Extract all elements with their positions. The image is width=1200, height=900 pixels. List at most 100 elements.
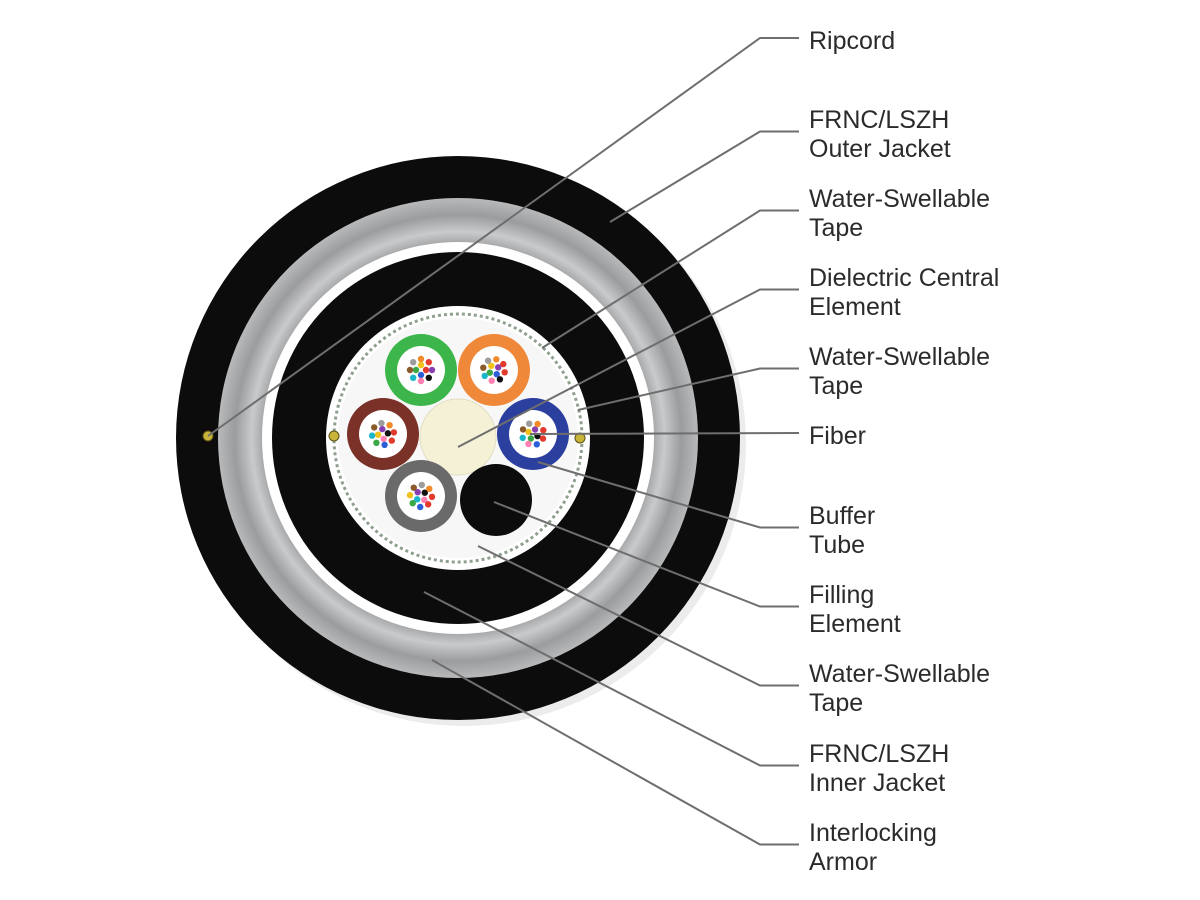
leader-line-buffer-tube [537, 461, 799, 529]
fiber-strand [527, 435, 535, 442]
label-inner-jacket-line-2: Inner Jacket [809, 769, 945, 797]
cable-cross-section [176, 156, 746, 726]
fiber-strand [417, 503, 424, 511]
leader-line-water-swellable-tape-3 [477, 545, 799, 687]
fiber-strand [410, 484, 417, 491]
fiber-strand [417, 355, 425, 363]
buffer-tube-bore [470, 346, 518, 394]
fiber-strand [519, 426, 527, 433]
buffer-tube-bore [397, 346, 445, 394]
leader-line-outer-jacket [609, 130, 799, 223]
leader-line-fiber [529, 432, 800, 435]
fiber-strand [519, 434, 526, 441]
fiber-strand [378, 419, 385, 427]
fiber-strand [421, 496, 428, 503]
label-dielectric-central-element-line-1: Dielectric Central [809, 264, 999, 292]
leader-line-dielectric-central-element [457, 288, 799, 448]
fiber-strand [531, 426, 539, 433]
fiber-strand [418, 481, 425, 489]
fiber-strand [533, 441, 540, 448]
ripcord-marker-2 [328, 430, 340, 442]
fiber-strand [373, 439, 380, 446]
buffer-tube-left [347, 398, 419, 470]
fiber-strand [488, 362, 495, 369]
fiber-strand [493, 371, 500, 378]
label-outer-jacket-line-2: Outer Jacket [809, 135, 951, 163]
leader-line-ripcord [207, 37, 799, 437]
fiber-strand [493, 356, 500, 363]
fiber-strand [388, 437, 395, 444]
fiber-strand [425, 359, 432, 366]
label-fiber-line-1: Fiber [809, 422, 866, 450]
label-ripcord-line-1: Ripcord [809, 27, 895, 55]
fiber-strand [428, 493, 436, 500]
fiber-strand [412, 366, 420, 374]
label-interlocking-armor-line-2: Armor [809, 848, 877, 876]
leader-line-inner-jacket [423, 591, 799, 767]
label-ripcord: Ripcord [809, 27, 895, 55]
fiber-strand [414, 489, 421, 496]
fiber-strand [501, 369, 508, 376]
buffer-tube-top-left [385, 334, 457, 406]
buffer-tube-bore [397, 472, 445, 520]
fiber-strand [380, 435, 387, 443]
leader-line-water-swellable-tape-2 [577, 367, 799, 411]
dielectric-central-element-shape [419, 398, 497, 476]
label-inner-jacket-line-1: FRNC/LSZH [809, 740, 949, 768]
fiber-strand [525, 440, 532, 448]
fiber-strand [422, 366, 430, 374]
fiber-strand [539, 435, 547, 442]
fiber-strand [406, 492, 414, 499]
fiber-strand [409, 500, 416, 507]
fiber-strand [410, 359, 417, 366]
fiber-strand [410, 374, 417, 381]
fiber-strand [390, 429, 398, 436]
fiber-strand [526, 420, 533, 427]
label-filling-element-line-2: Element [809, 610, 901, 638]
label-outer-jacket-line-1: FRNC/LSZH [809, 106, 949, 134]
fiber-strand [486, 369, 493, 376]
label-buffer-tube-line-2: Tube [809, 531, 865, 559]
fiber-strand [426, 485, 433, 492]
fiber-strand [421, 489, 428, 496]
fiber-strand [368, 432, 376, 439]
buffer-tube-top-right [458, 334, 530, 406]
fiber-strand [414, 496, 421, 503]
fiber-strand [384, 430, 392, 437]
leader-line-interlocking-armor [431, 659, 799, 846]
fiber-strand [417, 361, 425, 369]
buffer-tube-bore [359, 410, 407, 458]
fiber-strand [425, 501, 432, 508]
fiber-strand [425, 374, 432, 381]
fiber-strand [495, 364, 502, 371]
label-water-swellable-tape-3-line-1: Water-Swellable [809, 660, 990, 688]
fiber-strand [417, 371, 425, 379]
label-interlocking-armor-line-1: Interlocking [809, 819, 937, 847]
fiber-strand [480, 364, 487, 371]
filling-element-shape [460, 464, 532, 536]
label-buffer-tube-line-1: Buffer [809, 502, 875, 530]
buffer-tube-bottom-left [385, 460, 457, 532]
fiber-strand [379, 425, 386, 433]
fiber-strand [484, 357, 492, 364]
label-water-swellable-tape-1-line-1: Water-Swellable [809, 185, 990, 213]
leader-lines [207, 37, 800, 846]
fiber-strand [406, 366, 414, 374]
fiber-strand [386, 422, 393, 429]
fiber-strand [417, 377, 425, 385]
leader-line-water-swellable-tape-1 [541, 209, 799, 349]
fiber-strand [540, 427, 547, 434]
fiber-strand [500, 360, 507, 368]
fiber-strand [481, 372, 488, 380]
fiber-strand [381, 441, 388, 449]
label-filling-element-line-1: Filling [809, 581, 874, 609]
